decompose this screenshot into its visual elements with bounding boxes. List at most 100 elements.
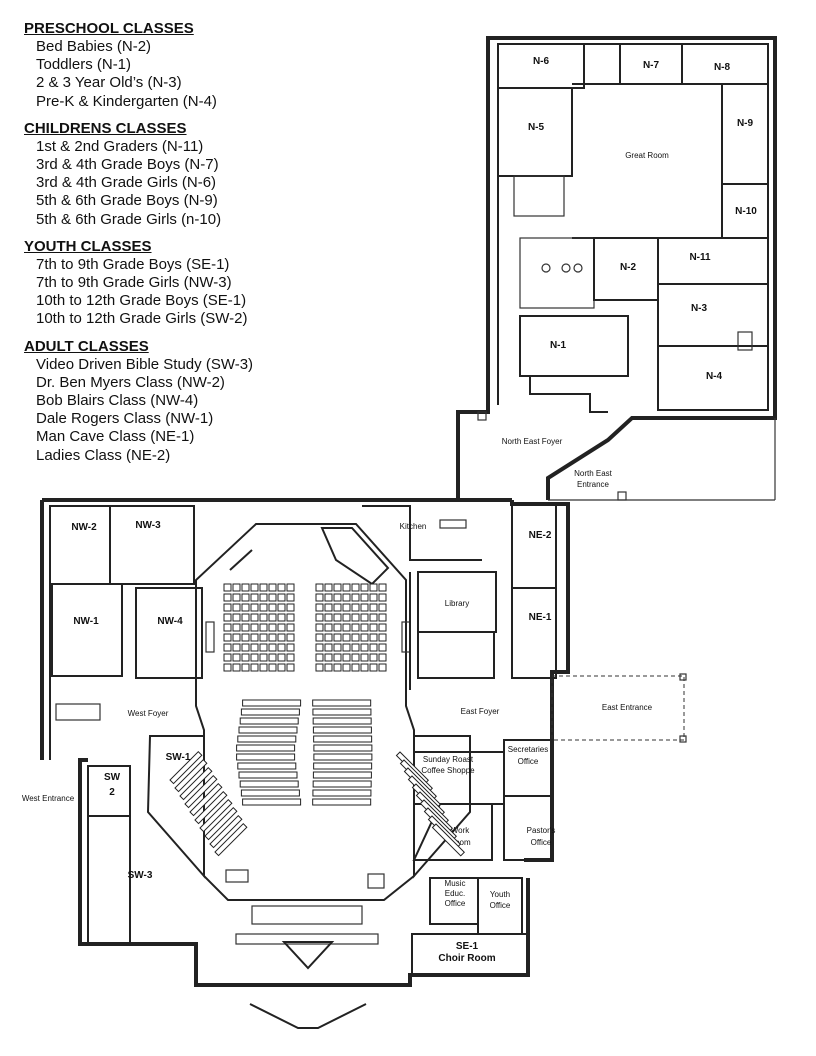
wall [229,549,253,571]
seat [250,653,259,662]
seat [259,613,268,622]
seat [351,593,360,602]
legend-item: Toddlers (N-1) [36,56,132,74]
seat [286,613,295,622]
pew [209,815,243,849]
seat [333,643,342,652]
seat [259,583,268,592]
room-label-secretaries-office: Secretaries [508,745,548,754]
seat [268,633,277,642]
seat [286,643,295,652]
seat [232,613,241,622]
pew [312,726,372,734]
seat [324,623,333,632]
seat [378,583,387,592]
seat [250,623,259,632]
legend-item: Video Driven Bible Study (SW-3) [36,355,254,373]
room-label-nw3: NW-3 [135,520,161,531]
seat [241,593,250,602]
pew [312,771,372,779]
room-nw3-walls [109,505,195,585]
platform-step [235,933,379,945]
pew [179,767,213,801]
column [477,411,487,421]
seat [277,653,286,662]
toilet-fixture [573,263,583,273]
seat [259,593,268,602]
piano [225,869,249,883]
class-legend: PRESCHOOL CLASSES Bed Babies (N-2) Toddl… [24,20,324,474]
seat [378,603,387,612]
seat [250,603,259,612]
room-nw1-walls [51,583,123,677]
seat [223,603,232,612]
legend-section-youth: YOUTH CLASSES 7th to 9th Grade Boys (SE-… [24,238,324,329]
room-label-coffee-shop: Coffee Shoppe [421,766,475,775]
sanctuary-seating [169,583,465,857]
pew [238,726,298,734]
room-label-secretaries-office: Office [518,757,539,766]
seat [369,623,378,632]
legend-item: 5th & 6th Grade Girls (n-10) [36,210,222,228]
seat [250,613,259,622]
seat [378,593,387,602]
legend-item: 2 & 3 Year Old’s (N-3) [36,74,182,92]
seat [351,603,360,612]
seat [286,663,295,672]
seat [369,613,378,622]
room-labels: N-6 N-7 N-8 N-5 N-9 Great Room N-10 N-2 … [22,56,757,964]
room-label-n5: N-5 [528,122,545,133]
seat [342,633,351,642]
legend-item: 3rd & 4th Grade Boys (N-7) [36,156,219,174]
seat [333,603,342,612]
legend-item: Bed Babies (N-2) [36,38,152,55]
seat [324,633,333,642]
seat [223,653,232,662]
room-label-nw1: NW-1 [73,616,99,627]
seat [342,593,351,602]
room-label-music-office: Office [445,899,466,908]
seat [351,613,360,622]
seat [324,613,333,622]
pew [313,762,373,770]
seat [241,653,250,662]
seat [369,583,378,592]
seat [324,603,333,612]
seat [360,583,369,592]
room-n11-walls [657,237,769,285]
seat [369,633,378,642]
room-n4-walls [657,345,769,411]
choir-loft [251,905,363,925]
room-label-pastors-office: Office [531,838,552,847]
seat [232,633,241,642]
seat [315,643,324,652]
seat [378,633,387,642]
seat [286,593,295,602]
seat [315,633,324,642]
seat [277,623,286,632]
room-nw2-walls [49,505,111,585]
pew [431,823,465,857]
room-label-se1: SE-1 [456,941,479,952]
seat [232,593,241,602]
room-label-east-foyer: East Foyer [461,707,500,716]
pew [242,699,302,707]
seat [277,663,286,672]
seat [277,613,286,622]
seat [360,613,369,622]
seat [333,613,342,622]
seat [268,643,277,652]
pew [169,751,203,785]
seat [351,663,360,672]
pew [237,762,297,770]
seat [268,613,277,622]
seat [223,633,232,642]
seat [315,583,324,592]
room-label-n2: N-2 [620,262,637,273]
room-ne2-walls [511,503,557,589]
room-label-west-foyer: West Foyer [128,709,169,718]
seat [250,633,259,642]
seat [241,603,250,612]
seat [259,643,268,652]
restroom-walls [417,631,495,679]
